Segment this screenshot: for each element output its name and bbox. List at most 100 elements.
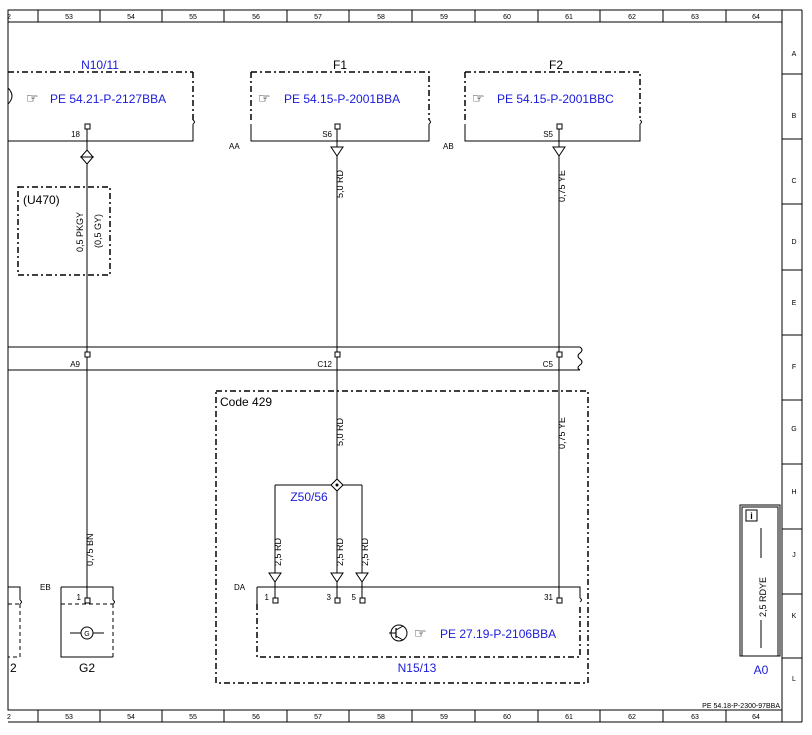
grid-col-bottom-9: 61 xyxy=(565,714,573,721)
grid-col-top-10: 62 xyxy=(628,14,636,21)
f1-id: F1 xyxy=(333,58,347,72)
wire-label-f2-mid: 0,75 YE xyxy=(557,417,567,449)
grid-col-top-11: 63 xyxy=(691,14,699,21)
component-code-429: Code 429 xyxy=(215,390,589,684)
grid-row-C: C xyxy=(791,178,796,185)
wire-label-f1-top: 5,0 RD xyxy=(335,169,345,198)
grid-col-top-2: 54 xyxy=(127,14,135,21)
connector-triangle xyxy=(552,146,566,157)
grid-col-bottom-10: 62 xyxy=(628,714,636,721)
info-icon[interactable] xyxy=(745,509,758,522)
svg-text:G: G xyxy=(84,631,89,638)
grid-col-top-3: 55 xyxy=(189,14,197,21)
component-g2: EB 1 G G2 xyxy=(40,583,115,675)
grid-col-bottom-1: 53 xyxy=(65,714,73,721)
wire-label-f2-top: 0,75 YE xyxy=(557,170,567,202)
g2-id: G2 xyxy=(79,661,95,675)
grid-row-A: A xyxy=(792,51,797,58)
n15-13-pin-3: 3 xyxy=(327,593,332,602)
left-partial-id: 2 xyxy=(10,661,17,675)
pin-terminal xyxy=(84,123,91,130)
grid-row-D: D xyxy=(791,239,796,246)
component-left-partial: 2 xyxy=(8,586,22,675)
component-f2: F2 ☞ PE 54.15-P-2001BBC S5 AB xyxy=(443,58,642,151)
hand-pointer-icon[interactable]: ☞ xyxy=(258,90,271,106)
wire-label-rd-3: 2,5 RD xyxy=(360,537,370,566)
connector-triangle xyxy=(355,572,369,583)
grid-col-top-5: 57 xyxy=(314,14,322,21)
grid-row-F: F xyxy=(792,364,796,371)
generator-icon: G xyxy=(70,626,104,640)
grid-row-H: H xyxy=(791,489,796,496)
grid-col-top-4: 56 xyxy=(252,14,260,21)
f2-connector: AB xyxy=(443,142,454,151)
info-icon-glyph: i xyxy=(750,511,753,521)
n15-13-ref[interactable]: PE 27.19-P-2106BBA xyxy=(440,627,556,641)
grid-col-bottom-11: 63 xyxy=(691,714,699,721)
f1-pin: S6 xyxy=(322,130,332,139)
connector-triangle xyxy=(268,572,282,583)
bus-pin-c12: C12 xyxy=(317,360,332,369)
connector-diamond xyxy=(79,141,95,165)
grid-col-top-6: 58 xyxy=(377,14,385,21)
n15-13-pin-31: 31 xyxy=(544,593,553,602)
grid-col-bottom-12: 64 xyxy=(752,714,760,721)
wire-label-rd-1: 2,5 RD xyxy=(273,537,283,566)
grid-col-bottom-5: 57 xyxy=(314,714,322,721)
wire-label-f1-mid: 5,0 RD xyxy=(335,417,345,446)
hand-pointer-icon[interactable]: ☞ xyxy=(472,90,485,106)
grid-col-top-12: 64 xyxy=(752,14,760,21)
g2-connector: EB xyxy=(40,583,51,592)
grid-col-top-0: 2 xyxy=(7,14,11,21)
grid-col-top-9: 61 xyxy=(565,14,573,21)
bus-pin-a9: A9 xyxy=(70,360,80,369)
f2-pin: S5 xyxy=(543,130,553,139)
connector-triangle xyxy=(330,572,344,583)
component-n10-11: N10/11 ☞ PE 54.21-P-2127BBA 18 xyxy=(7,58,195,142)
component-u470: (U470) xyxy=(17,186,111,276)
grid-row-J: J xyxy=(792,552,796,559)
grid-col-bottom-6: 58 xyxy=(377,714,385,721)
pin-terminal xyxy=(334,123,341,130)
bus-pin-c5: C5 xyxy=(543,360,554,369)
a0-wire-label: 2,5 RDYE xyxy=(758,577,768,617)
code-429-label: Code 429 xyxy=(220,395,272,409)
component-f1: F1 ☞ PE 54.15-P-2001BBA S6 AA xyxy=(229,58,431,151)
f1-connector: AA xyxy=(229,142,240,151)
n10-11-pin: 18 xyxy=(71,130,80,139)
grid-row-E: E xyxy=(792,300,797,307)
g2-pin: 1 xyxy=(77,593,82,602)
diagram-frame xyxy=(7,9,783,711)
grid-col-bottom-7: 59 xyxy=(440,714,448,721)
footer-ref: PE 54.18-P-2300-97BBA xyxy=(702,703,780,710)
n15-13-id: N15/13 xyxy=(398,661,437,675)
grid-row-L: L xyxy=(792,676,796,683)
n10-11-id: N10/11 xyxy=(81,58,119,72)
wire-label-rd-2: 2,5 RD xyxy=(335,537,345,566)
grid-col-top-8: 60 xyxy=(503,14,511,21)
n10-11-ref[interactable]: PE 54.21-P-2127BBA xyxy=(50,92,166,106)
hand-pointer-icon[interactable]: ☞ xyxy=(26,90,39,106)
hand-pointer-icon[interactable]: ☞ xyxy=(414,625,427,641)
grid-col-bottom-0: 2 xyxy=(7,714,11,721)
bus-connector: A9 C12 C5 xyxy=(8,346,583,371)
n10-11-partial-symbol xyxy=(7,87,13,105)
grid-row-K: K xyxy=(792,613,797,620)
grid-col-bottom-2: 54 xyxy=(127,714,135,721)
wire-label-n10-gy: (0,5 GY) xyxy=(93,214,103,248)
grid-col-bottom-4: 56 xyxy=(252,714,260,721)
component-n15-13: DA 1 3 5 31 ☞ PE 27.19-P-2106BBA N15/13 xyxy=(234,583,582,675)
connector-triangle xyxy=(330,146,344,157)
f2-ref[interactable]: PE 54.15-P-2001BBC xyxy=(497,92,614,106)
a0-id: A0 xyxy=(754,663,769,677)
n15-13-pin-5: 5 xyxy=(352,593,357,602)
grid-col-top-1: 53 xyxy=(65,14,73,21)
f1-ref[interactable]: PE 54.15-P-2001BBA xyxy=(284,92,400,106)
transistor-icon xyxy=(389,624,408,642)
grid-row-G: G xyxy=(791,426,796,433)
wire-label-g2-bn: 0,75 BN xyxy=(85,533,95,566)
grid-column-dividers xyxy=(37,10,802,722)
u470-id: (U470) xyxy=(23,193,60,207)
wire-label-n10-pkgy: 0,5 PKGY xyxy=(75,212,85,252)
